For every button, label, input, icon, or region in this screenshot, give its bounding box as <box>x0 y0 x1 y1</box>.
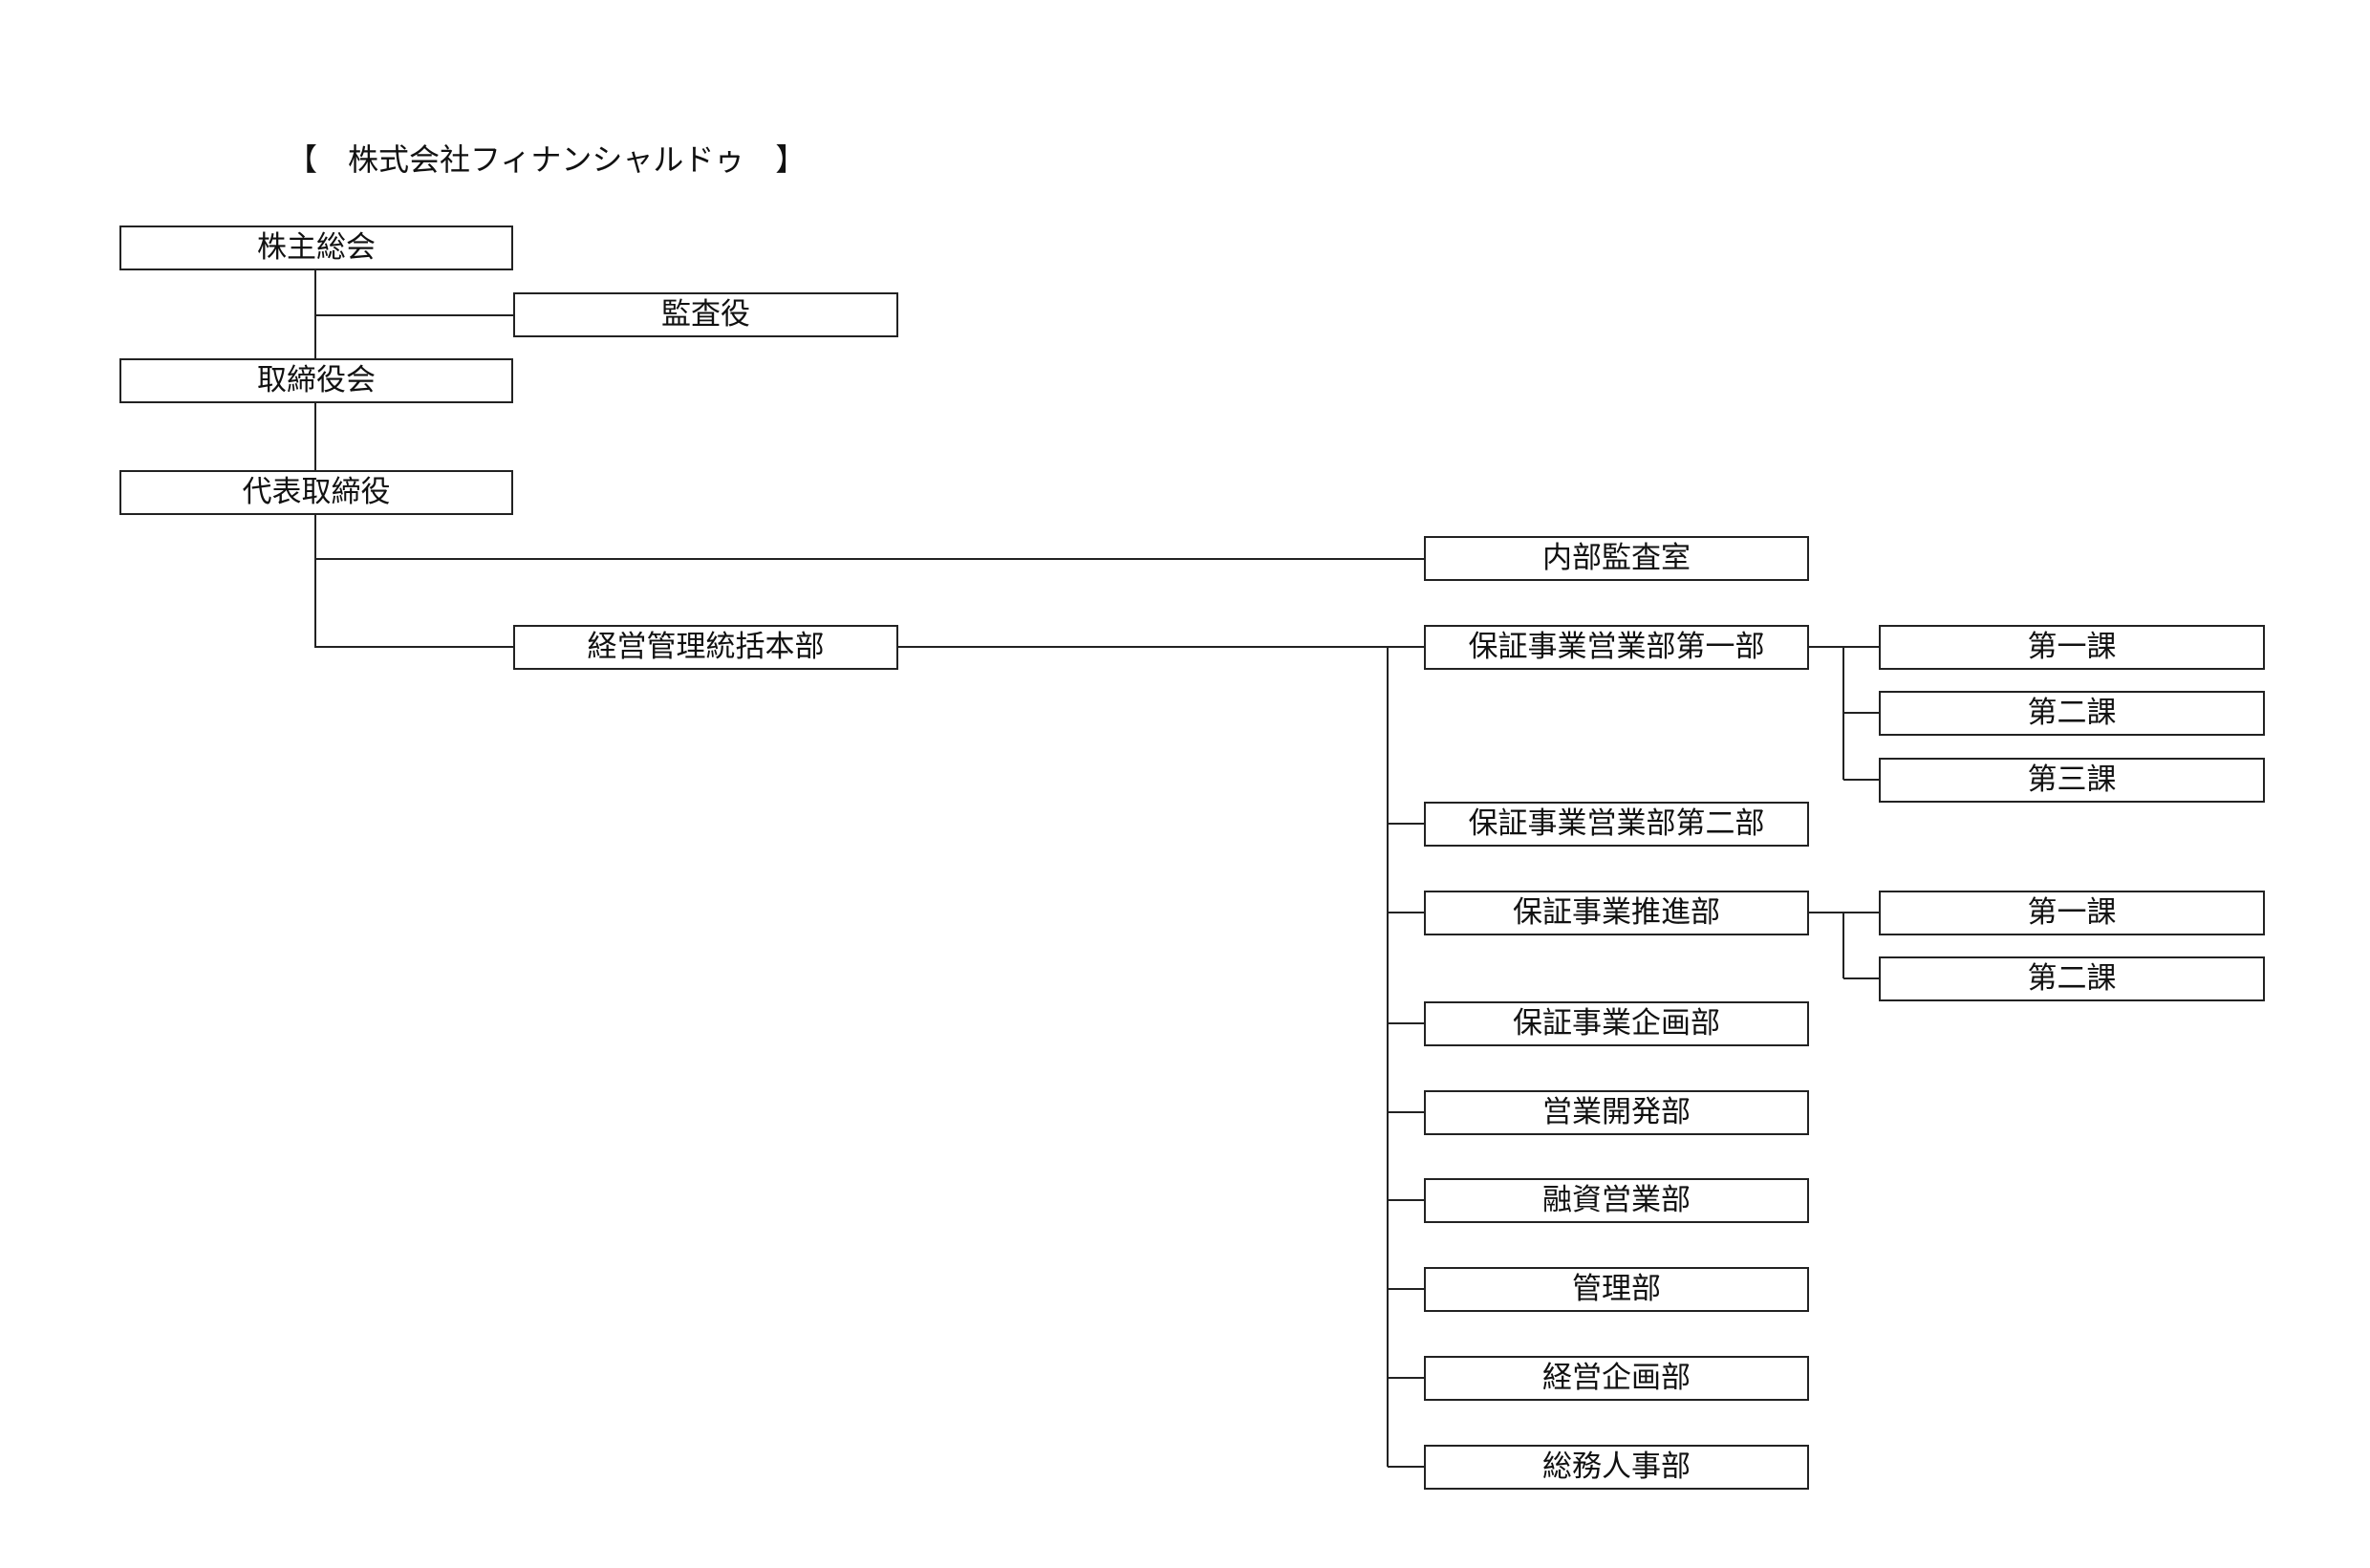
box-ceo: 代表取締役 <box>119 470 513 515</box>
box-guarantee-planning: 保証事業企画部 <box>1424 1001 1809 1046</box>
box-g1-section-2: 第二課 <box>1879 691 2265 736</box>
box-corporate-planning: 経営企画部 <box>1424 1356 1809 1401</box>
box-internal-audit: 内部監査室 <box>1424 536 1809 581</box>
box-auditor: 監査役 <box>513 292 898 337</box>
box-business-development: 営業開発部 <box>1424 1090 1809 1135</box>
box-board-of-directors: 取締役会 <box>119 358 513 403</box>
box-gp-section-2: 第二課 <box>1879 956 2265 1001</box>
box-management-hq: 経営管理統括本部 <box>513 625 898 670</box>
box-g1-section-1: 第一課 <box>1879 625 2265 670</box>
page-title: 【 株式会社フィナンシャルドゥ 】 <box>287 141 807 178</box>
box-guarantee-promotion: 保証事業推進部 <box>1424 891 1809 935</box>
box-guarantee-sales-2: 保証事業営業部第二部 <box>1424 802 1809 847</box>
box-guarantee-sales-1: 保証事業営業部第一部 <box>1424 625 1809 670</box>
box-g1-section-3: 第三課 <box>1879 758 2265 803</box>
box-gp-section-1: 第一課 <box>1879 891 2265 935</box>
box-general-affairs-hr: 総務人事部 <box>1424 1445 1809 1490</box>
box-shareholders-meeting: 株主総会 <box>119 226 513 270</box>
box-loan-sales: 融資営業部 <box>1424 1178 1809 1223</box>
box-administration: 管理部 <box>1424 1267 1809 1312</box>
